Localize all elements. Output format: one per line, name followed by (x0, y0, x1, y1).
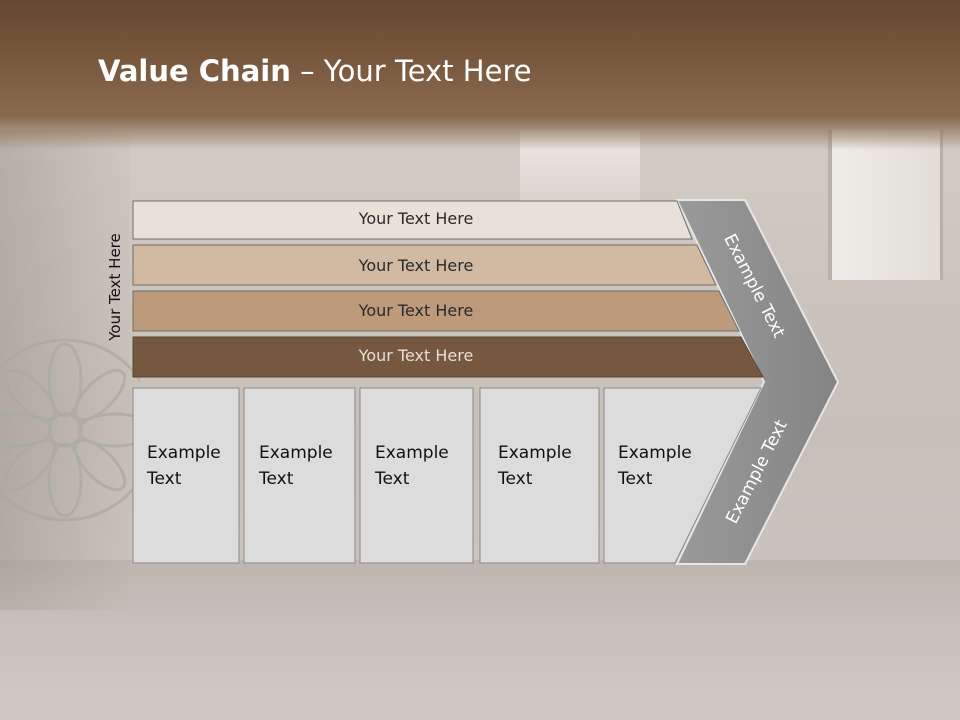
header-band (0, 0, 960, 150)
title-rest: – Your Text Here (290, 54, 532, 88)
slide-title: Value Chain – Your Text Here (98, 54, 532, 88)
row-band (132, 244, 717, 286)
column-label-line: Text (498, 469, 533, 489)
column-box (359, 387, 474, 564)
row-band (132, 290, 740, 332)
row-label: Your Text Here (358, 346, 474, 365)
row-band (132, 200, 693, 240)
column-label-line: Example (147, 443, 221, 463)
row-label: Your Text Here (358, 301, 474, 320)
row-label: Your Text Here (358, 209, 474, 228)
column-box (243, 387, 356, 564)
background-wall (0, 130, 130, 610)
column-box (132, 387, 240, 564)
column-label-line: Text (375, 469, 410, 489)
column-label-line: Text (618, 469, 653, 489)
column-label-line: Example (375, 443, 449, 463)
column-box (479, 387, 600, 564)
column-box (603, 387, 762, 564)
row-band (132, 336, 764, 378)
column-label-line: Example (618, 443, 692, 463)
column-label-line: Example (498, 443, 572, 463)
column-label-line: Text (147, 469, 182, 489)
background-ornament (0, 338, 140, 522)
row-label: Your Text Here (358, 256, 474, 275)
background-window (828, 130, 943, 280)
title-bold: Value Chain (98, 54, 291, 88)
column-label-line: Example (259, 443, 333, 463)
column-label-line: Text (259, 469, 294, 489)
